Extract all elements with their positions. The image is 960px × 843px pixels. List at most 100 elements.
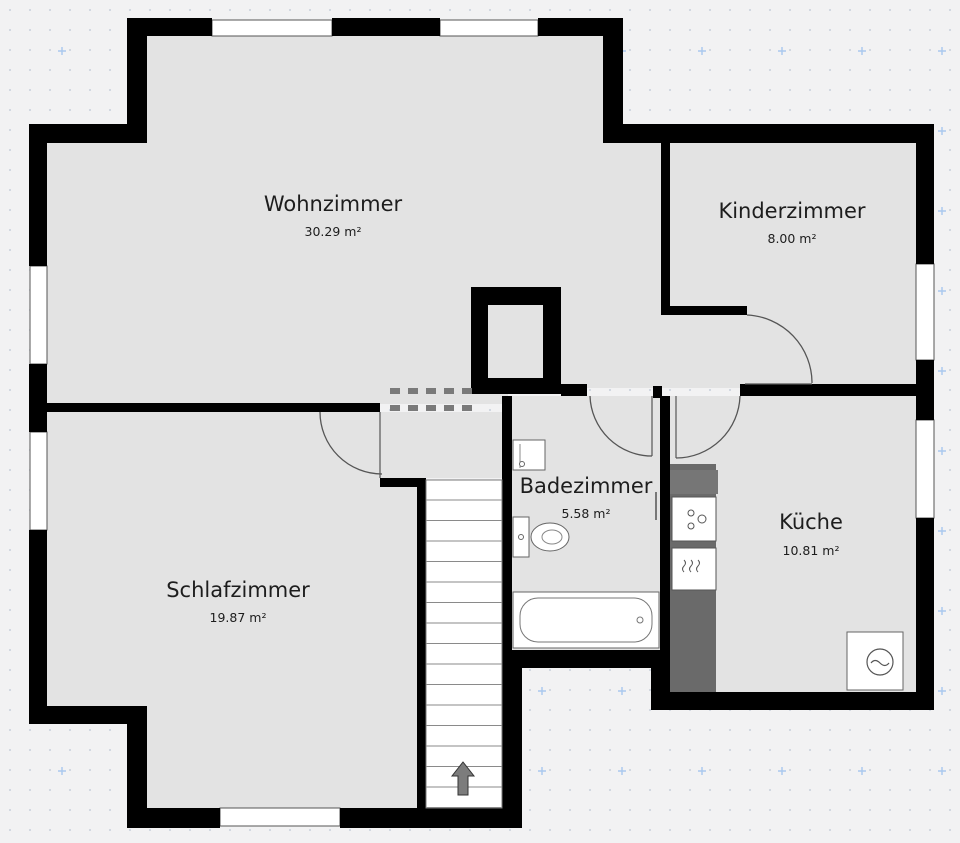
wall-left-a [29, 124, 47, 266]
grid-dot [949, 449, 951, 451]
wall-bath-bottom [502, 650, 670, 668]
grid-dot [209, 9, 211, 11]
room-kinderzimmer: Kinderzimmer 8.00 m² [718, 199, 865, 246]
kinderzimmer-floor [666, 143, 916, 388]
grid-dot [149, 829, 151, 831]
grid-dot [949, 69, 951, 71]
grid-dot [729, 9, 731, 11]
grid-dot [709, 789, 711, 791]
grid-dot [549, 749, 551, 751]
grid-dot [309, 829, 311, 831]
grid-dot [109, 69, 111, 71]
grid-dot [949, 329, 951, 331]
grid-plus [938, 367, 946, 375]
grid-dot [49, 89, 51, 91]
grid-dot [9, 609, 11, 611]
grid-dot [49, 69, 51, 71]
grid-dot [509, 9, 511, 11]
grid-dot [109, 769, 111, 771]
grid-dot [629, 9, 631, 11]
grid-plus [938, 447, 946, 455]
grid-dot [849, 829, 851, 831]
grid-dot [529, 669, 531, 671]
wall-top-b [332, 18, 440, 36]
grid-dot [889, 729, 891, 731]
grid-dot [909, 769, 911, 771]
grid-dot [709, 829, 711, 831]
grid-dot [589, 749, 591, 751]
grid-dot [689, 69, 691, 71]
grid-plus [538, 687, 546, 695]
grid-dot [49, 789, 51, 791]
grid-dot [109, 789, 111, 791]
grid-dot [689, 29, 691, 31]
window-top-left [211, 19, 333, 37]
floors [47, 36, 916, 808]
grid-dot [589, 809, 591, 811]
up-arrow-icon [450, 761, 476, 796]
room-kueche: Küche 10.81 m² [779, 510, 843, 558]
grid-dot [709, 69, 711, 71]
grid-dot [209, 829, 211, 831]
wall-bottom-a [127, 808, 220, 828]
grid-dot [249, 9, 251, 11]
grid-dot [949, 509, 951, 511]
grid-dot [909, 809, 911, 811]
grid-dot [869, 49, 871, 51]
grid-dot [789, 729, 791, 731]
grid-dot [769, 729, 771, 731]
grid-dot [309, 9, 311, 11]
grid-dot [9, 69, 11, 71]
grid-dot [809, 29, 811, 31]
stove-icon [671, 496, 717, 542]
grid-dot [349, 9, 351, 11]
grid-dot [949, 109, 951, 111]
grid-dot [589, 689, 591, 691]
wall-left-c [29, 530, 47, 724]
grid-dot [869, 789, 871, 791]
grid-plus [938, 287, 946, 295]
grid-dot [589, 729, 591, 731]
grid-plus [938, 127, 946, 135]
grid-dot [709, 769, 711, 771]
grid-dot [789, 789, 791, 791]
grid-dot [9, 809, 11, 811]
room-name: Küche [779, 510, 843, 534]
grid-dot [649, 389, 651, 391]
grid-dot [629, 669, 631, 671]
grid-dot [909, 749, 911, 751]
grid-dot [89, 109, 91, 111]
grid-plus [698, 47, 706, 55]
grid-dot [9, 829, 11, 831]
grid-dot [769, 89, 771, 91]
grid-dot [949, 829, 951, 831]
grid-dot [789, 9, 791, 11]
grid-dot [829, 109, 831, 111]
grid-dot [949, 669, 951, 671]
grid-dot [349, 829, 351, 831]
grid-dot [689, 109, 691, 111]
grid-dot [49, 49, 51, 51]
grid-dot [769, 69, 771, 71]
grid-dot [769, 829, 771, 831]
grid-dot [749, 89, 751, 91]
grid-dot [949, 229, 951, 231]
grid-dot [649, 809, 651, 811]
wall-top-left-step-h [29, 124, 147, 143]
grid-dot [9, 369, 11, 371]
bathtub-icon [512, 591, 660, 649]
grid-dot [609, 689, 611, 691]
grid-dot [729, 109, 731, 111]
room-name: Kinderzimmer [718, 199, 865, 223]
grid-dot [9, 729, 11, 731]
grid-dot [829, 9, 831, 11]
grid-dot [789, 69, 791, 71]
grid-dot [809, 809, 811, 811]
room-area: 5.58 m² [562, 506, 611, 521]
grid-dot [589, 389, 591, 391]
grid-dot [949, 529, 951, 531]
grid-dot [809, 49, 811, 51]
grid-dot [569, 689, 571, 691]
grid-dot [109, 49, 111, 51]
grid-dot [869, 89, 871, 91]
